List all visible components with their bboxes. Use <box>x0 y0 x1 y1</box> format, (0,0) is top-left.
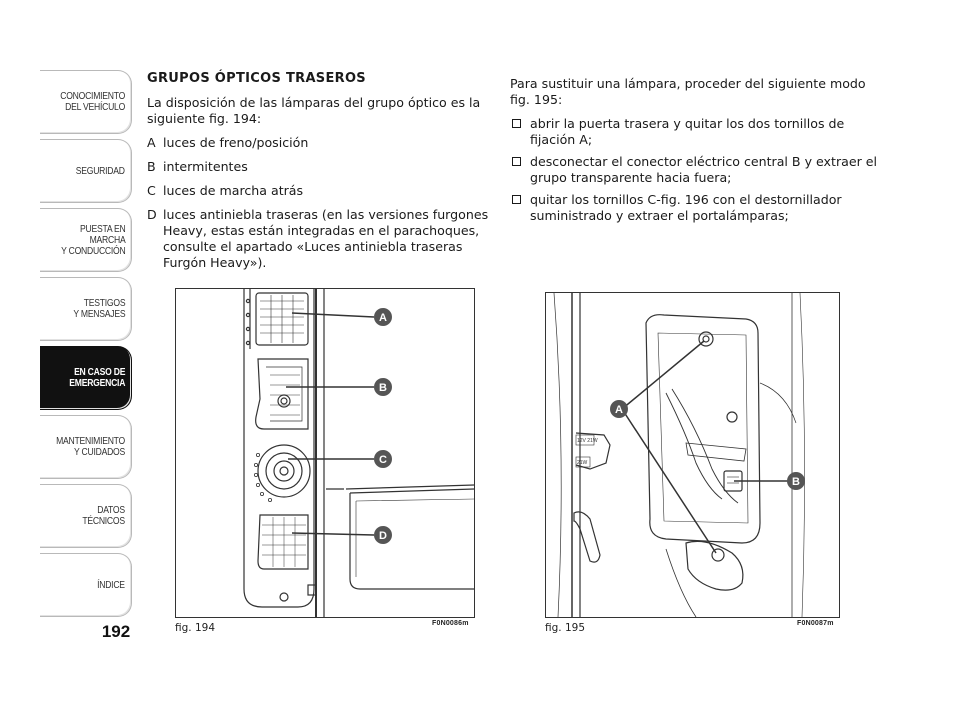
svg-text:C: C <box>379 454 387 466</box>
tab-mantenimiento[interactable]: MANTENIMIENTO Y CUIDADOS <box>40 415 132 479</box>
legend-text: luces antiniebla traseras (en las versio… <box>163 207 489 270</box>
checkbox-bullet-icon <box>512 195 521 204</box>
step-text: quitar los tornillos C-fig. 196 con el d… <box>530 192 842 223</box>
tab-seguridad[interactable]: SEGURIDAD <box>40 139 132 203</box>
right-column: Para sustituir una lámpara, proceder del… <box>510 76 880 230</box>
legend-key: A <box>147 135 156 150</box>
left-column: GRUPOS ÓPTICOS TRASEROS La disposición d… <box>147 71 492 279</box>
legend-key: B <box>147 159 156 174</box>
svg-text:B: B <box>379 382 387 394</box>
figure-195-rear-door-interior: 12V 21W 21W A B <box>545 292 840 618</box>
tab-conocimiento-vehiculo[interactable]: CONOCIMIENTO DEL VEHÍCULO <box>40 70 132 134</box>
intro-paragraph: La disposición de las lámparas del grupo… <box>147 95 481 126</box>
svg-text:B: B <box>792 476 800 488</box>
bulb-spec-text: 12V 21W <box>577 438 598 444</box>
svg-text:D: D <box>379 530 387 542</box>
step-text: desconectar el conector eléctrico centra… <box>530 154 878 185</box>
figure-195-code: F0N0087m <box>797 620 834 627</box>
checkbox-bullet-icon <box>512 157 521 166</box>
tab-testigos-mensajes[interactable]: TESTIGOS Y MENSAJES <box>40 277 132 341</box>
rear-door-drawing: 12V 21W 21W A B <box>553 293 805 617</box>
svg-text:A: A <box>615 404 623 416</box>
procedure-step: abrir la puerta trasera y quitar los dos… <box>510 116 880 148</box>
callout-a: A <box>374 308 392 326</box>
procedure-step: desconectar el conector eléctrico centra… <box>510 154 880 186</box>
bulb-spec-text: 21W <box>577 460 588 466</box>
legend-text: intermitentes <box>163 159 248 174</box>
tab-en-caso-de-emergencia[interactable]: EN CASO DE EMERGENCIA <box>40 346 132 410</box>
callout-b: B <box>374 378 392 396</box>
tab-indice[interactable]: ÍNDICE <box>40 553 132 617</box>
legend-text: luces de marcha atrás <box>163 183 304 198</box>
figure-194-rear-light-cluster: A B C D <box>175 288 475 618</box>
legend-item: C luces de marcha atrás <box>147 183 492 199</box>
legend-item: A luces de freno/posición <box>147 135 492 151</box>
legend-key: D <box>147 207 157 222</box>
callout-d: D <box>374 526 392 544</box>
legend-text: luces de freno/posición <box>163 135 309 150</box>
legend-item: D luces antiniebla traseras (en las vers… <box>147 207 492 271</box>
figure-194-code: F0N0086m <box>432 620 469 627</box>
callout-c: C <box>374 450 392 468</box>
section-heading: GRUPOS ÓPTICOS TRASEROS <box>147 71 366 86</box>
tab-puesta-en-marcha[interactable]: PUESTA EN MARCHA Y CONDUCCIÓN <box>40 208 132 272</box>
figure-195-caption: fig. 195 <box>545 622 585 634</box>
callout-b: B <box>787 472 805 490</box>
tab-datos-tecnicos[interactable]: DATOS TÉCNICOS <box>40 484 132 548</box>
procedure-intro: Para sustituir una lámpara, proceder del… <box>510 76 866 107</box>
svg-text:A: A <box>379 312 387 324</box>
procedure-step: quitar los tornillos C-fig. 196 con el d… <box>510 192 880 224</box>
page-number: 192 <box>101 622 131 641</box>
rear-light-drawing: A B C D <box>243 289 474 617</box>
legend-key: C <box>147 183 156 198</box>
step-text: abrir la puerta trasera y quitar los dos… <box>530 116 845 147</box>
figure-194-caption: fig. 194 <box>175 622 215 634</box>
callout-a: A <box>610 400 628 418</box>
legend-item: B intermitentes <box>147 159 492 175</box>
checkbox-bullet-icon <box>512 119 521 128</box>
